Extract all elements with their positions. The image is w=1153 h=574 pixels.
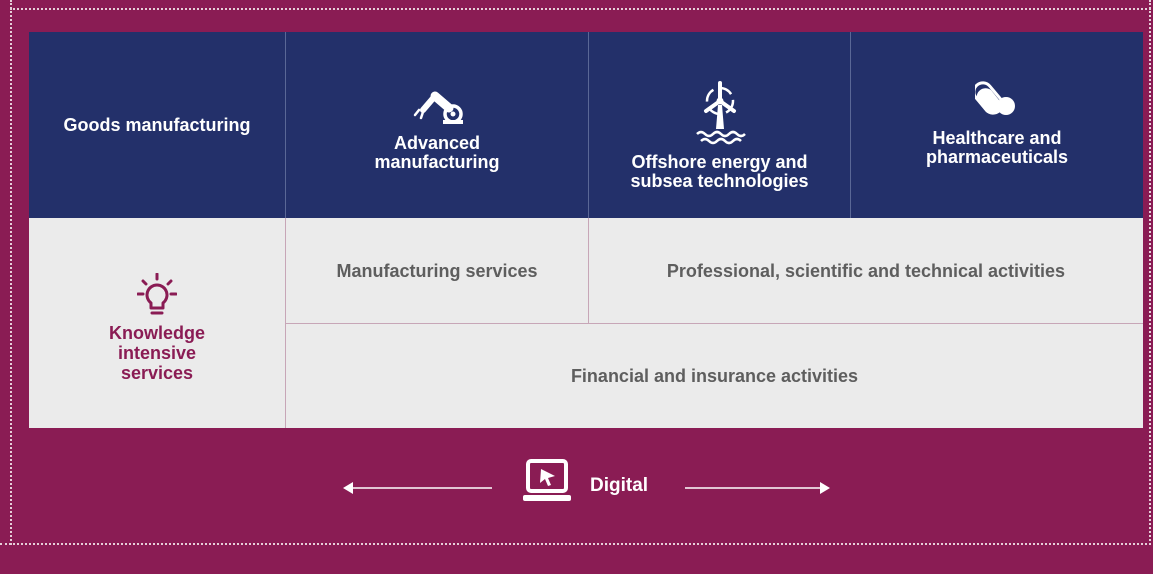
knowledge-label-line1: Knowledge [108, 323, 205, 343]
knowledge-label-line3: services [120, 363, 194, 383]
sector-offshore-energy: Offshore energy and subsea technologies [589, 32, 850, 218]
sector-advanced-manufacturing: Advanced manufacturing [286, 32, 588, 218]
divider-services-1 [285, 218, 286, 428]
dotted-frame-top [10, 8, 1151, 10]
sector-healthcare-pharma: Healthcare and pharmaceuticals [851, 32, 1143, 218]
divider-services-2 [588, 218, 589, 323]
financial-insurance: Financial and insurance activities [286, 324, 1143, 428]
manufacturing-services-label: Manufacturing services [336, 260, 538, 281]
sector-offshore-label-line1: Offshore energy and [631, 152, 808, 172]
knowledge-intensive-services: Knowledge intensive services [29, 218, 285, 428]
sector-goods-manufacturing: Goods manufacturing [29, 32, 285, 218]
knowledge-label-line2: intensive [117, 343, 196, 363]
sector-goods-label: Goods manufacturing [63, 114, 251, 135]
lightbulb-icon [137, 273, 177, 315]
dotted-frame [0, 0, 1151, 545]
professional-label: Professional, scientific and technical a… [666, 260, 1066, 281]
sector-advanced-label-line1: Advanced [393, 133, 480, 153]
dotted-frame-left [10, 0, 12, 545]
divider-header-1 [285, 32, 286, 218]
divider-services-row [286, 323, 1143, 324]
left-arrow-icon [343, 482, 492, 494]
wind-turbine-icon [695, 81, 746, 145]
robot-arm-icon [413, 91, 463, 124]
pill-capsule-icon [975, 81, 1015, 115]
professional-scientific-technical: Professional, scientific and technical a… [589, 218, 1143, 323]
right-arrow-icon [685, 482, 830, 494]
sector-healthcare-label-line1: Healthcare and [932, 128, 1062, 148]
sector-healthcare-label-line2: pharmaceuticals [925, 147, 1069, 167]
digital-label: Digital [590, 475, 649, 496]
manufacturing-services: Manufacturing services [286, 218, 588, 323]
financial-label: Financial and insurance activities [570, 366, 859, 386]
sector-offshore-label-line2: subsea technologies [630, 171, 809, 191]
divider-header-3 [850, 32, 851, 218]
divider-header-2 [588, 32, 589, 218]
laptop-cursor-icon [523, 459, 571, 501]
sector-advanced-label-line2: manufacturing [374, 152, 500, 172]
